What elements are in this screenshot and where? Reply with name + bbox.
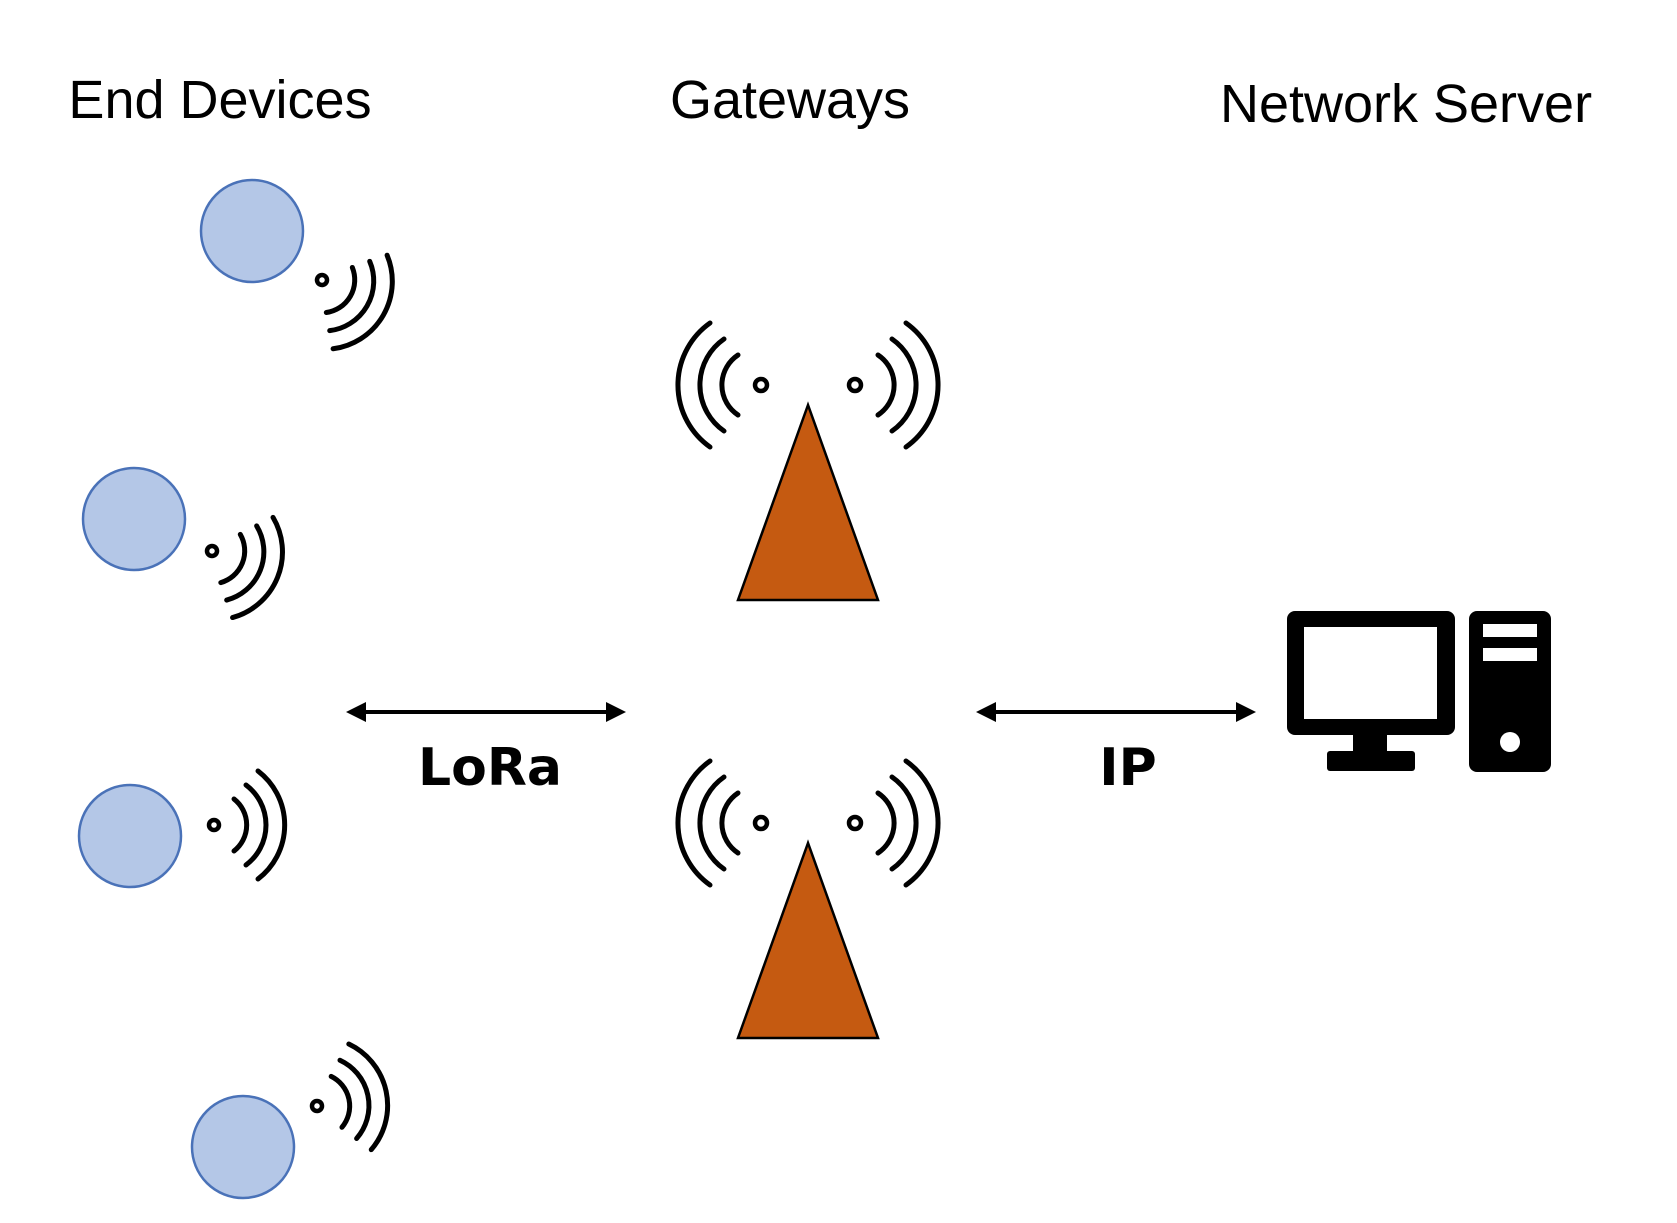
- end-device-node: [81, 466, 187, 572]
- radio-waves-icon: [187, 499, 298, 627]
- network-server-heading: Network Server: [1220, 74, 1592, 134]
- radio-waves-icon: [301, 1038, 397, 1159]
- end-device-1: [199, 178, 411, 362]
- radio-waves-icon: [291, 231, 411, 362]
- desktop-computer-icon: [1287, 611, 1551, 772]
- end-device-3: [77, 771, 285, 889]
- lora-link-arrow: [346, 702, 626, 722]
- ip-label: IP: [1099, 738, 1156, 798]
- gateway-tower-icon: [678, 761, 938, 1038]
- gateways-heading: Gateways: [670, 70, 910, 130]
- radio-waves-icon: [209, 771, 285, 879]
- end-device-node: [199, 178, 305, 284]
- gateway-tower-icon: [678, 323, 938, 600]
- end-devices-heading: End Devices: [68, 70, 371, 130]
- lora-label: LoRa: [418, 738, 562, 798]
- end-device-node: [190, 1094, 296, 1200]
- end-device-2: [81, 466, 298, 628]
- ip-link-arrow: [976, 702, 1256, 722]
- end-device-node: [77, 783, 183, 889]
- end-device-4: [190, 1038, 397, 1200]
